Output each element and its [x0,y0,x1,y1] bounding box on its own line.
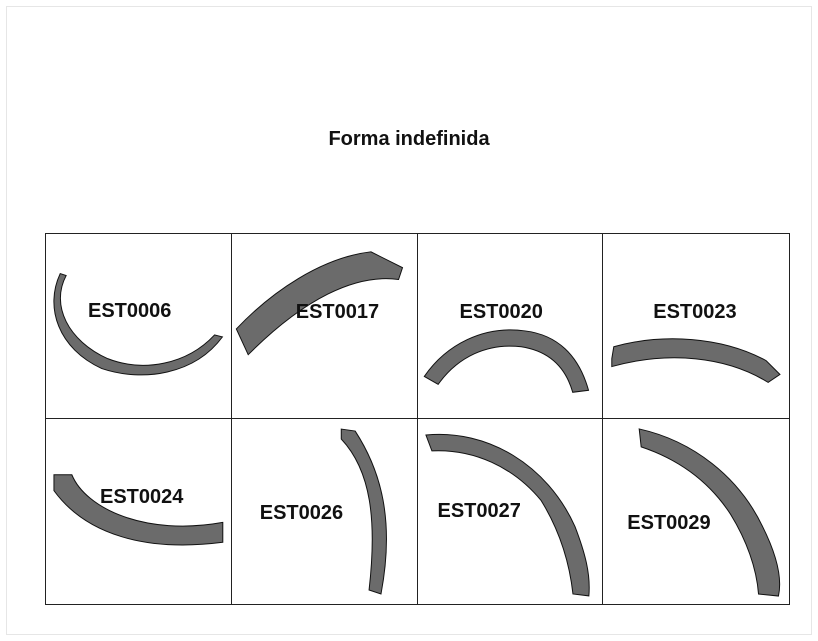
shape-est0027 [424,433,590,597]
page-frame [6,6,812,635]
specimen-cell-est0027: EST0027 [418,419,604,604]
fragment-shape [53,272,224,376]
specimen-label: EST0029 [627,512,711,534]
specimen-grid: EST0006 EST0017 EST0020 EST0023 EST0024 … [45,233,790,605]
shape-est0017 [235,251,403,356]
fragment-shape [53,474,224,546]
shape-est0006 [53,272,224,376]
specimen-cell-est0029: EST0029 [603,419,789,604]
figure-title: Forma indefinida [328,128,490,150]
shape-est0029 [638,428,781,597]
fragment-shape [638,428,781,597]
specimen-label: EST0026 [259,502,344,524]
specimen-label: EST0027 [437,500,521,522]
shape-est0026 [340,428,387,595]
fragment-shape [424,433,590,597]
specimen-cell-est0017: EST0017 [231,234,418,419]
shape-est0023 [611,338,781,383]
specimen-cell-est0023: EST0023 [603,234,789,419]
specimen-label: EST0017 [295,301,380,323]
fragment-shape [235,251,403,356]
specimen-label: EST0024 [100,486,184,508]
specimen-label: EST0020 [459,301,543,323]
specimen-label: EST0023 [653,301,737,323]
fragment-shape [611,338,781,383]
specimen-cell-est0020: EST0020 [417,234,604,419]
fragment-shape [423,329,589,393]
specimen-cell-est0024: EST0024 [46,419,232,604]
shape-est0024 [53,474,224,546]
specimen-cell-est0006: EST0006 [46,234,232,419]
shape-est0020 [423,329,589,393]
fragment-shape [340,428,387,595]
specimen-label: EST0006 [88,300,172,322]
specimen-cell-est0026: EST0026 [232,419,418,604]
